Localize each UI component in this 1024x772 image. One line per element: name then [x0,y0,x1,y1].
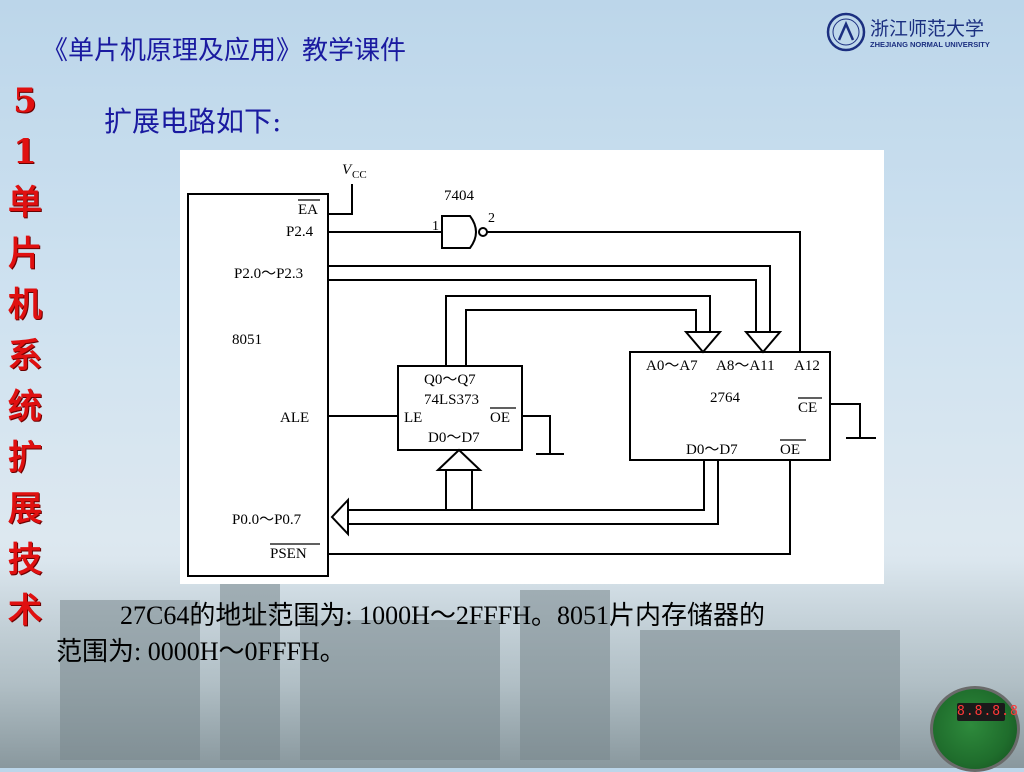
vcc-label: V [342,162,353,178]
ce-ground [830,403,861,438]
side-char: 1 [13,132,37,172]
description-line-1: 27C64的地址范围为: 1000H～2FFFH。8051片内存储器的 [120,601,765,630]
a0-arrow [683,331,723,354]
pin-ale-label: ALE [280,410,309,426]
latch-q-label: Q0～Q7 [424,372,476,388]
ea-wire [328,184,353,215]
pin-psen-label: PSEN [270,546,307,562]
q-bus [445,295,711,366]
latch-le-label: LE [404,410,422,426]
gate-pin-in-label: 1 [432,219,439,234]
pin-ea-label: EA [298,202,318,218]
circuit-diagram: V CC 7404 1 2 EA P2.4 P2.0～P2.3 8051 ALE… [180,150,884,584]
gate-pin-out-label: 2 [488,211,495,226]
eprom-a12-label: A12 [794,358,820,374]
p20-bus [328,265,771,332]
page-title: 《单片机原理及应用》教学课件 [42,36,407,66]
side-char: 系 [8,336,42,376]
side-char: 片 [8,234,42,274]
vcc-sub-label: CC [352,169,367,181]
latch-oe-label: OE [490,410,510,426]
side-char: 扩 [8,438,42,478]
slide-description: 27C64的地址范围为: 1000H～2FFFH。8051片内存储器的 范围为:… [56,598,996,670]
side-char: 5 [13,81,37,121]
latch-oe-ground [522,415,551,454]
eprom-a8-label: A8～A11 [716,358,775,374]
side-char: 术 [8,591,42,631]
latch-d-arrow [435,448,483,471]
vertical-topic-label: 5 1 单 片 机 系 统 扩 展 技 术 [6,76,44,637]
pin-p20-label: P2.0～P2.3 [234,266,303,282]
gate-name-label: 7404 [444,188,475,204]
eprom-a0-label: A0～A7 [646,358,698,374]
eprom-name-label: 2764 [710,390,741,406]
d-bus [348,460,719,525]
eprom-oe-label: OE [780,442,800,458]
not-gate [441,215,477,249]
pin-p00-label: P0.0～P0.7 [232,512,302,528]
side-char: 统 [8,387,42,427]
psen-wire [328,460,791,555]
description-line-2: 范围为: 0000H～0FFFH。 [56,637,346,666]
p0-arrow [330,497,349,537]
university-name-en: ZHEJIANG NORMAL UNIVERSITY [870,40,990,49]
eprom-d-label: D0～D7 [686,442,738,458]
side-char: 机 [8,285,42,325]
mcu-name-label: 8051 [232,332,262,348]
circuit-svg: V CC 7404 1 2 EA P2.4 P2.0～P2.3 8051 ALE… [187,162,876,577]
side-char: 展 [8,489,42,529]
eprom-2764-box [629,351,831,461]
side-char: 单 [8,183,42,223]
mcu-8051-box [187,193,329,577]
side-char: 技 [8,540,42,580]
university-name-cn: 浙江师范大学 [870,18,985,40]
university-logo: 浙江师范大学 ZHEJIANG NORMAL UNIVERSITY [826,12,1006,52]
board-display: 8.8.8.8 [957,703,1019,721]
gate-out-wire [487,231,801,352]
university-emblem-icon [826,12,866,52]
latch-name-label: 74LS373 [424,392,479,408]
slide-subtitle: 扩展电路如下: [104,105,282,138]
circuit-board-image: 8.8.8.8 [930,686,1020,772]
pin-p24-label: P2.4 [286,224,314,240]
latch-d-label: D0～D7 [428,430,480,446]
a8-arrow [743,331,783,354]
campus-background [0,560,1024,768]
eprom-ce-label: CE [798,400,817,416]
